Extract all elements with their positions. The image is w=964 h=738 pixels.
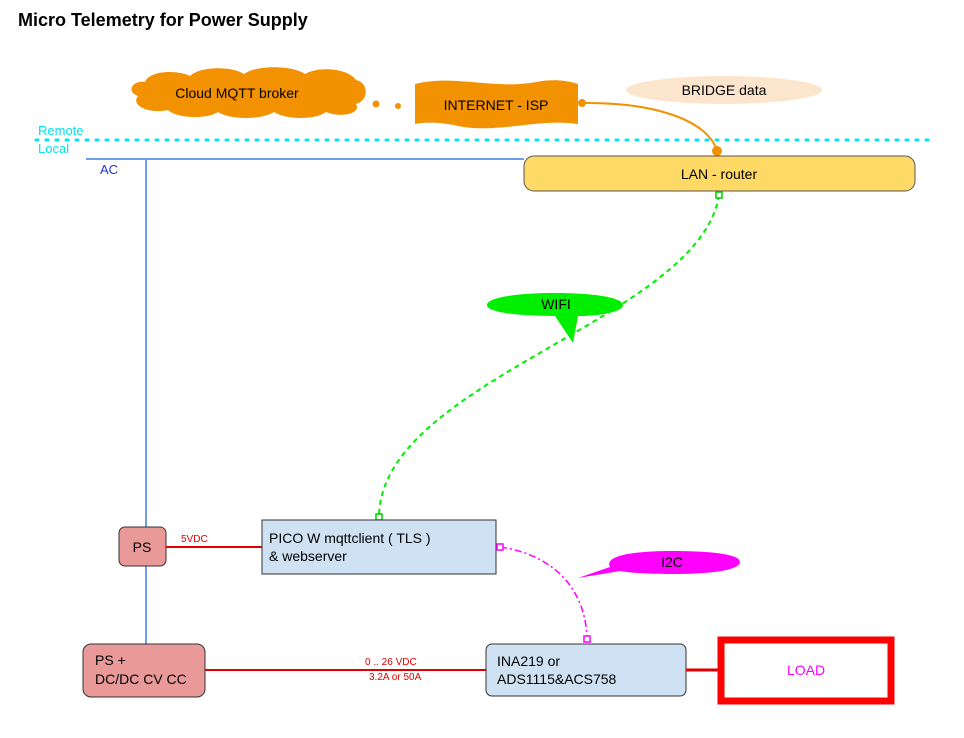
connector-dot — [372, 100, 380, 108]
ac-label: AC — [100, 162, 118, 177]
internet-banner-shape — [415, 80, 578, 129]
ps-box[interactable]: PS — [118, 526, 167, 567]
i2c-bubble-shape — [578, 551, 740, 578]
wifi-bubble-shape — [487, 293, 623, 343]
internet-label: INTERNET - ISP — [444, 97, 549, 113]
link-end-dot — [578, 99, 586, 107]
pico-w-box[interactable]: PICO W mqttclient ( TLS ) & webserver — [261, 519, 497, 575]
cloud-mqtt-broker[interactable]: Cloud MQTT broker — [131, 67, 366, 118]
wifi-label: WIFI — [541, 296, 571, 312]
sensor-rect — [485, 643, 687, 697]
sensor-box[interactable]: INA219 or ADS1115&ACS758 — [485, 643, 687, 697]
pico-label-line2: & webserver — [269, 548, 347, 564]
current-range-label: 3.2A or 50A — [369, 672, 422, 683]
i2c-bubble: I2C — [578, 551, 740, 578]
i2c-port-pico — [496, 543, 504, 551]
router-box — [523, 155, 916, 192]
connector-dot — [395, 103, 401, 109]
i2c-port-sensor — [583, 635, 591, 643]
i2c-link — [499, 546, 588, 638]
local-label: Local — [38, 141, 69, 156]
ps-dcdc-box[interactable]: PS + DC/DC CV CC — [82, 643, 206, 698]
wifi-port-pico — [375, 513, 383, 521]
wifi-bubble: WIFI — [487, 293, 623, 343]
cloud-shape — [131, 67, 366, 118]
wifi-port-router — [715, 191, 723, 199]
load-rect — [717, 636, 895, 705]
pico-label-line1: PICO W mqttclient ( TLS ) — [269, 530, 431, 546]
wifi-link — [378, 194, 720, 518]
sensor-label-line1: INA219 or — [497, 653, 560, 669]
page-title: Micro Telemetry for Power Supply — [18, 10, 308, 30]
pico-rect — [261, 519, 497, 575]
lan-router[interactable]: LAN - router — [523, 155, 916, 192]
sensor-label-line2: ADS1115&ACS758 — [497, 671, 617, 687]
router-label: LAN - router — [681, 166, 758, 182]
internet-router-link — [580, 101, 718, 151]
load-box[interactable]: LOAD — [717, 636, 895, 705]
bridge-label: BRIDGE data — [682, 82, 767, 98]
load-label: LOAD — [787, 662, 825, 678]
internet-isp[interactable]: INTERNET - ISP — [415, 80, 578, 129]
ps-label: PS — [133, 539, 152, 555]
bridge-bubble-shape — [626, 76, 822, 104]
vdc5-label: 5VDC — [181, 534, 208, 545]
link-end-dot — [712, 146, 722, 156]
remote-label: Remote — [38, 123, 84, 138]
ps-dcdc-label-line2: DC/DC CV CC — [95, 671, 187, 687]
i2c-label: I2C — [661, 554, 683, 570]
cloud-label: Cloud MQTT broker — [175, 85, 299, 101]
voltage-range-label: 0 .. 26 VDC — [365, 657, 417, 668]
bridge-data-bubble: BRIDGE data — [626, 76, 822, 104]
ps-dcdc-label-line1: PS + — [95, 652, 126, 668]
